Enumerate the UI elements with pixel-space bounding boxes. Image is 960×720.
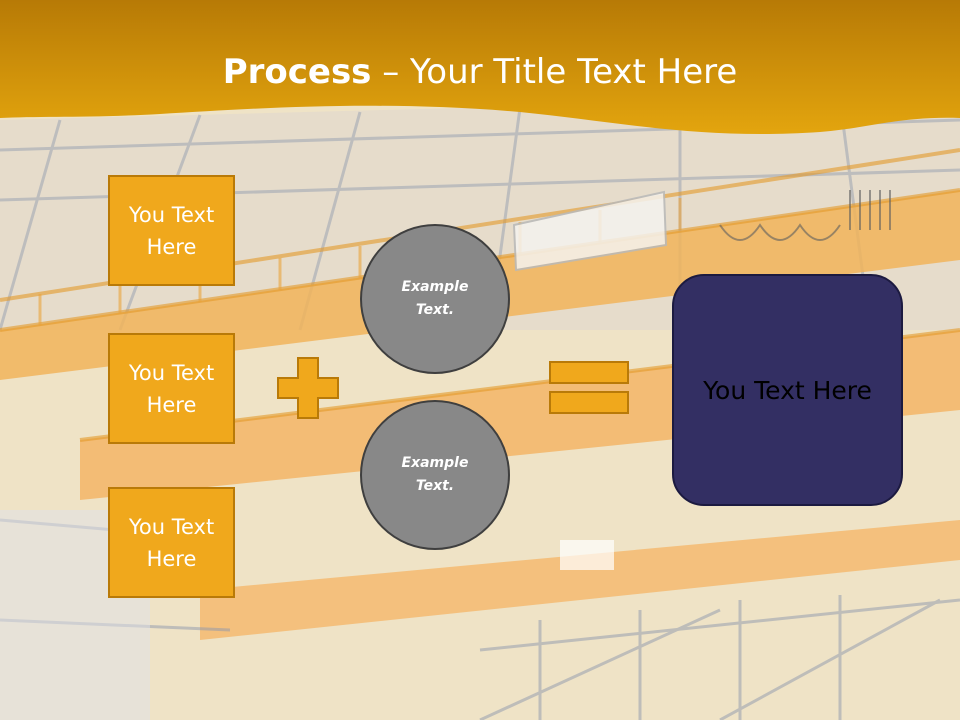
example-circle-1[interactable]: Example Text. [360,224,510,374]
result-box-text: You Text Here [703,375,872,405]
input-box-3-text: You Text Here [128,514,215,571]
result-box[interactable]: You Text Here [672,274,903,506]
plus-icon [277,357,339,419]
example-circle-1-text: Example Text. [401,279,469,318]
example-circle-2[interactable]: Example Text. [360,400,510,550]
title-bold: Process [222,52,372,92]
input-box-2-text: You Text Here [128,360,215,417]
equals-icon [549,361,629,414]
slide-title: Process – Your Title Text Here [0,52,960,92]
example-circle-2-text: Example Text. [401,455,469,494]
input-box-2[interactable]: You Text Here [108,333,235,444]
input-box-1[interactable]: You Text Here [108,175,235,286]
input-box-1-text: You Text Here [128,202,215,259]
title-rest: – Your Title Text Here [371,52,738,92]
input-box-3[interactable]: You Text Here [108,487,235,598]
